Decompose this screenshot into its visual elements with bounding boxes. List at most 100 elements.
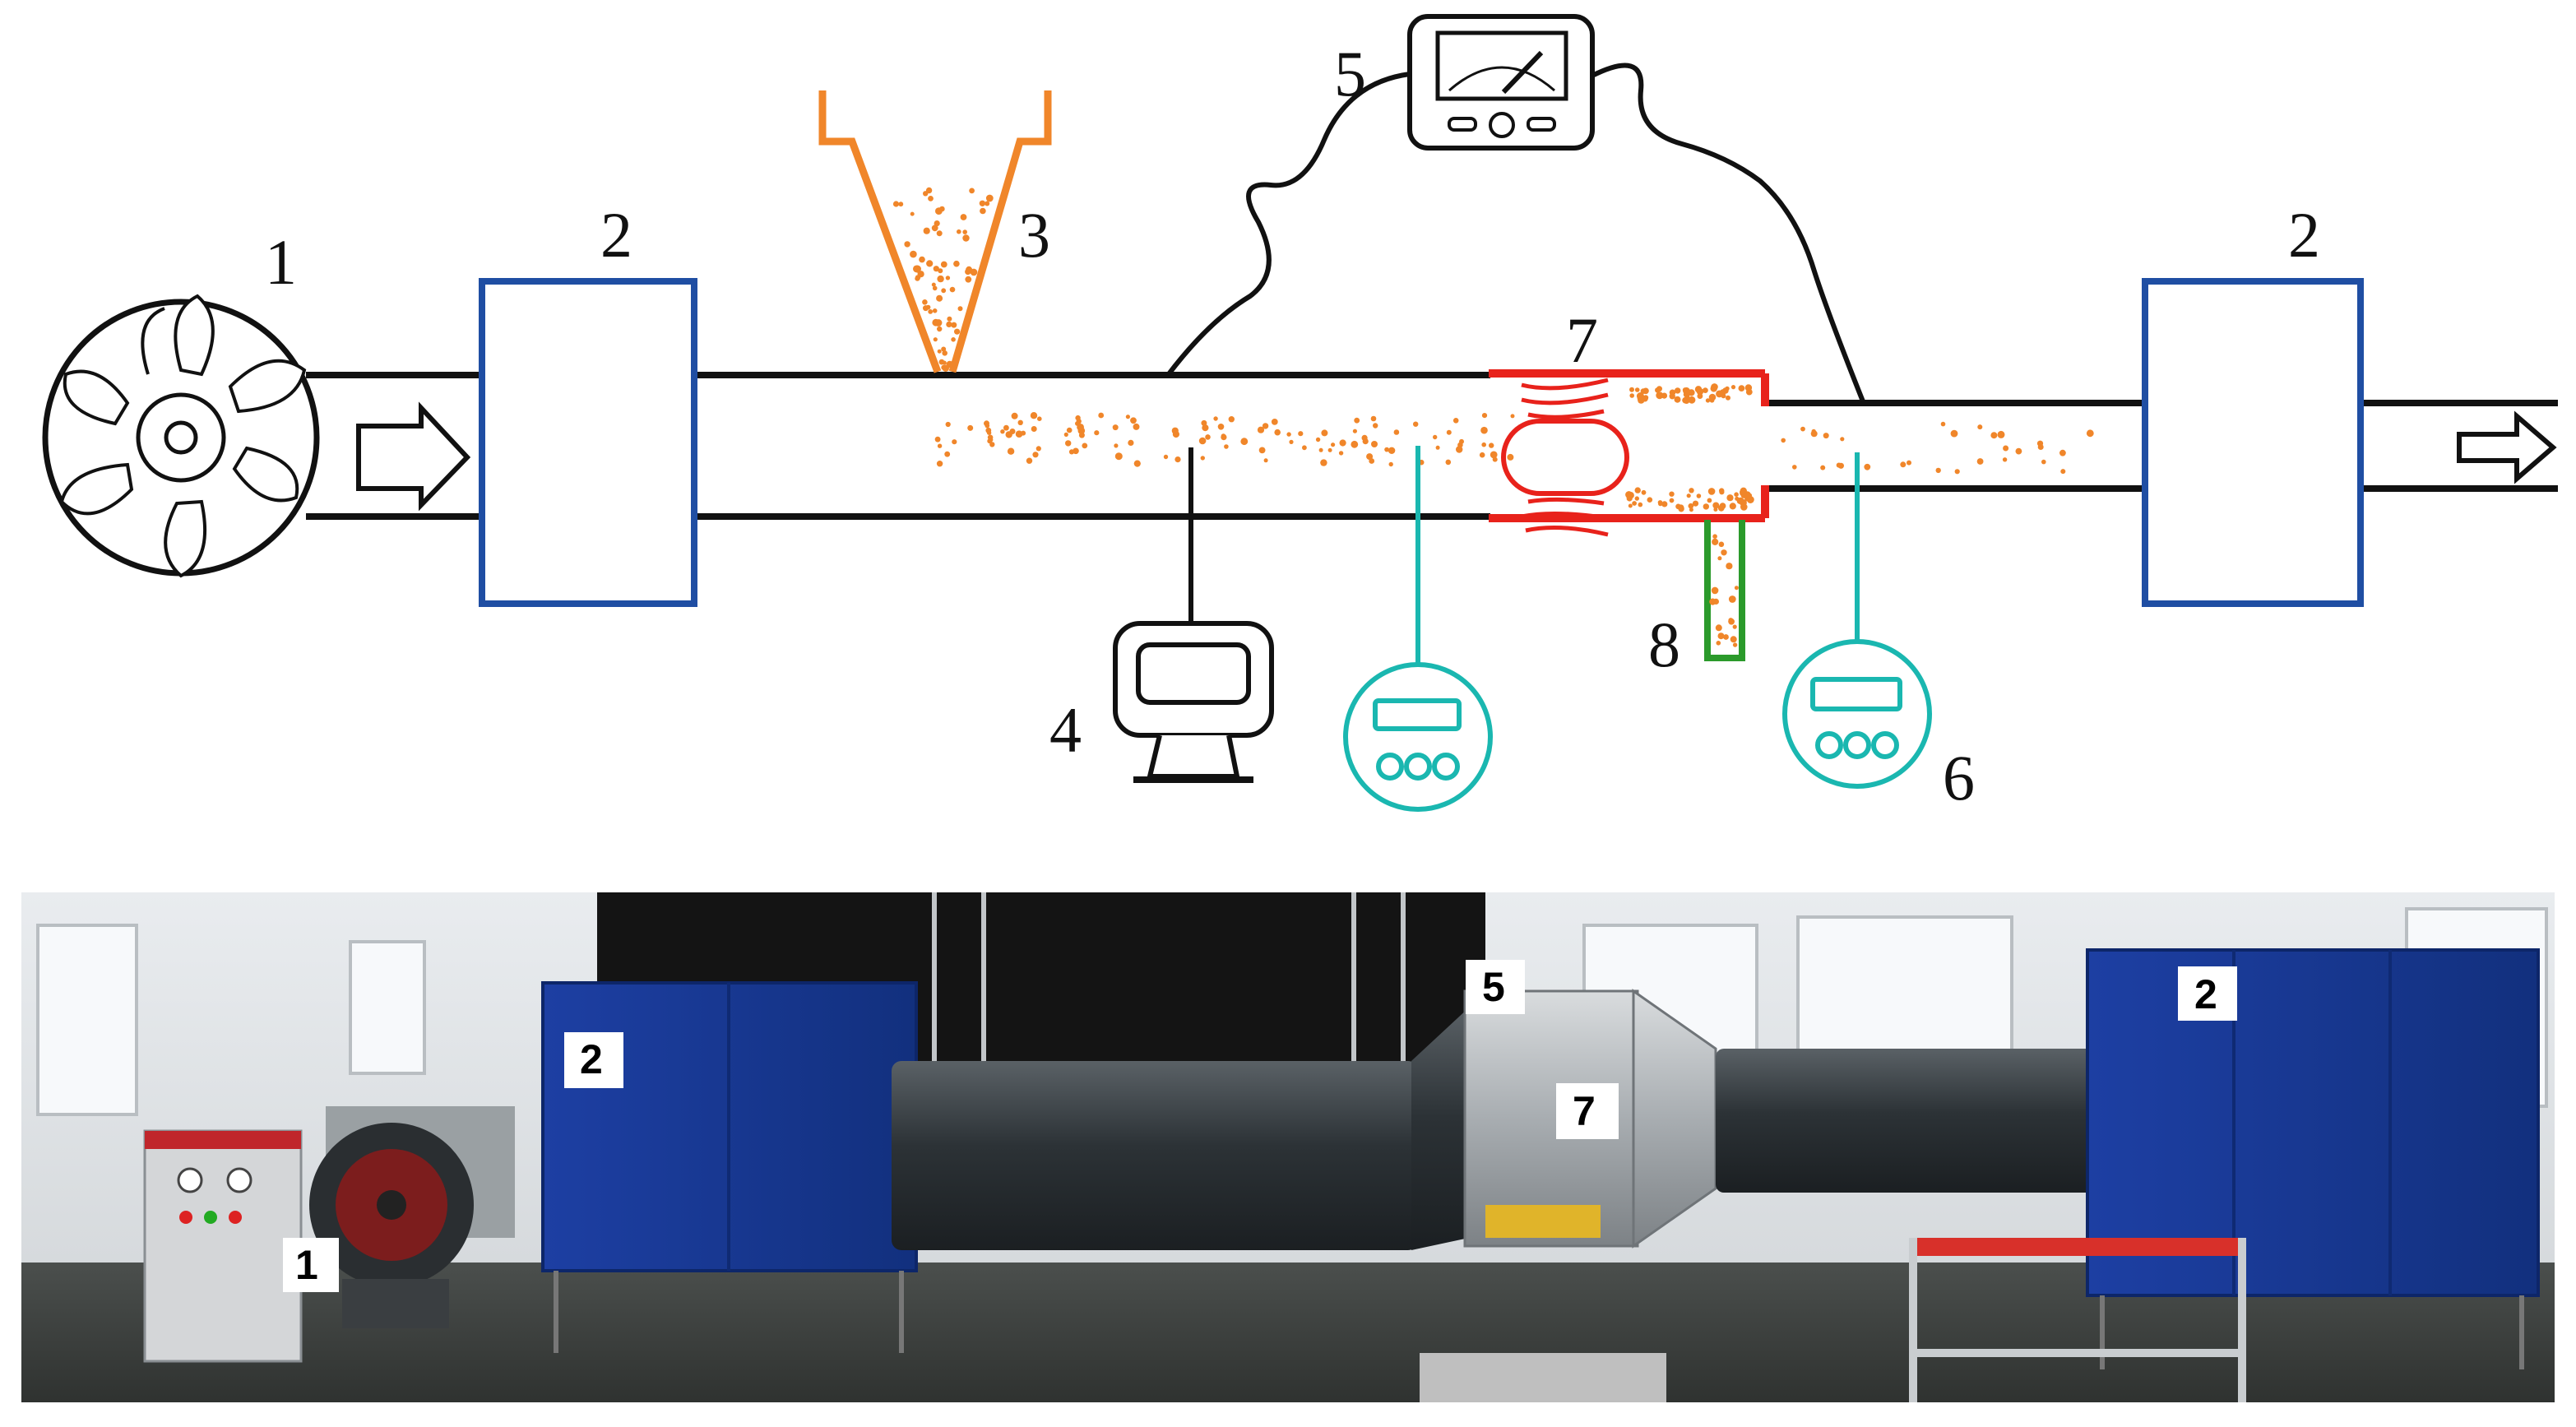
particle-dot [1480, 426, 1488, 434]
photo-tag-fan: 1 [283, 1238, 339, 1292]
particle-dot [1717, 556, 1722, 561]
particle-dot [1726, 563, 1733, 570]
particle-dot [1271, 419, 1278, 425]
particle-dot [1669, 491, 1675, 497]
particle-dot [2086, 429, 2094, 438]
particle-dot [941, 288, 947, 294]
particle-dot [1031, 426, 1037, 432]
particle-dot [1688, 503, 1694, 509]
dust-collector [1704, 520, 1745, 661]
particle-dot [1015, 430, 1023, 438]
particle-dot [1674, 396, 1681, 403]
particle-dot [1371, 441, 1378, 447]
particle-dot [936, 294, 943, 302]
label-filter-left: 2 [600, 199, 632, 271]
particle-stream [892, 187, 2094, 647]
particle-dot [985, 194, 994, 202]
particle-dot [2003, 445, 2009, 452]
particle-dot [952, 439, 957, 445]
particle-dot [960, 214, 967, 220]
particle-dot [1433, 434, 1438, 440]
label-flow-meter: 6 [1943, 742, 1975, 813]
particle-dot [985, 201, 990, 206]
particle-dot [1073, 447, 1079, 455]
particle-dot [1682, 396, 1689, 404]
particle-dot [928, 309, 934, 314]
particle-dot [936, 230, 943, 237]
particle-dot [1642, 387, 1649, 395]
particle-dot [1315, 437, 1321, 442]
particle-dot [1338, 451, 1344, 456]
particle-dot [1716, 641, 1721, 646]
particle-dot [986, 430, 992, 435]
particle-dot [1726, 395, 1730, 401]
particle-dot [944, 451, 951, 457]
svg-text:1: 1 [295, 1242, 318, 1288]
photo-panel: 1 2 5 7 2 [21, 892, 2555, 1402]
particle-dot [913, 265, 920, 273]
particle-dot [1262, 423, 1269, 429]
particle-dot [1000, 429, 1005, 434]
particle-dot [1037, 416, 1042, 421]
particle-dot [1792, 465, 1797, 470]
particle-dot [932, 308, 938, 313]
particle-dot [1705, 398, 1711, 403]
particle-dot [1950, 429, 1958, 438]
particle-dot [937, 275, 944, 283]
particle-dot [1112, 424, 1119, 431]
particle-dot [1977, 424, 1983, 430]
particle-dot [969, 188, 975, 194]
particle-dot [1492, 456, 1498, 462]
particle-dot [2060, 469, 2066, 475]
particle-dot [925, 187, 933, 194]
particle-dot [1715, 624, 1722, 632]
particle-dot [1274, 429, 1281, 436]
particle-dot [1732, 624, 1737, 629]
particle-dot [1940, 421, 1946, 427]
label-filter-right: 2 [2288, 199, 2320, 271]
particle-dot [1413, 421, 1419, 427]
particle-dot [1682, 387, 1688, 393]
particle-dot [937, 443, 943, 448]
particle-dot [1810, 430, 1818, 438]
particle-dot [945, 421, 951, 428]
particle-dot [1840, 437, 1845, 442]
particle-dot [985, 423, 990, 429]
svg-text:2: 2 [2194, 971, 2217, 1017]
particle-dot [1837, 462, 1844, 469]
particle-dot [1708, 393, 1717, 401]
particle-dot [1459, 438, 1464, 444]
photo-tag-filter-right: 2 [2178, 966, 2237, 1021]
particle-dot [1213, 416, 1218, 421]
particle-dot [946, 321, 952, 327]
flow-meter-right-icon [1782, 639, 1932, 789]
particle-dot [1737, 497, 1744, 505]
particle-dot [1258, 447, 1266, 454]
particle-dot [910, 211, 915, 216]
particle-dot [1723, 634, 1729, 640]
particle-dot [1082, 442, 1088, 449]
particle-dot [1703, 387, 1708, 393]
label-separator: 7 [1566, 304, 1598, 376]
label-hopper: 3 [1018, 199, 1050, 271]
particle-dot [1065, 440, 1072, 447]
particle-dot [945, 276, 951, 280]
particle-dot [1228, 416, 1235, 423]
photo-tag-separator: 7 [1556, 1083, 1619, 1139]
particle-dot [1656, 386, 1662, 392]
particle-dot [1366, 453, 1374, 461]
particle-dot [1900, 461, 1907, 468]
particle-dot [942, 350, 947, 356]
particle-dot [1696, 493, 1702, 498]
particle-dot [1976, 458, 1984, 465]
particle-dot [1725, 386, 1730, 391]
particle-dot [1009, 429, 1016, 434]
particle-dot [1286, 432, 1291, 437]
particle-dot [1712, 534, 1717, 539]
particle-dot [2037, 444, 2044, 450]
particle-dot [926, 260, 934, 267]
particle-dot [1703, 503, 1709, 510]
particle-dot [1730, 636, 1737, 643]
particle-dot [1781, 438, 1786, 443]
particle-dot [1320, 459, 1327, 466]
